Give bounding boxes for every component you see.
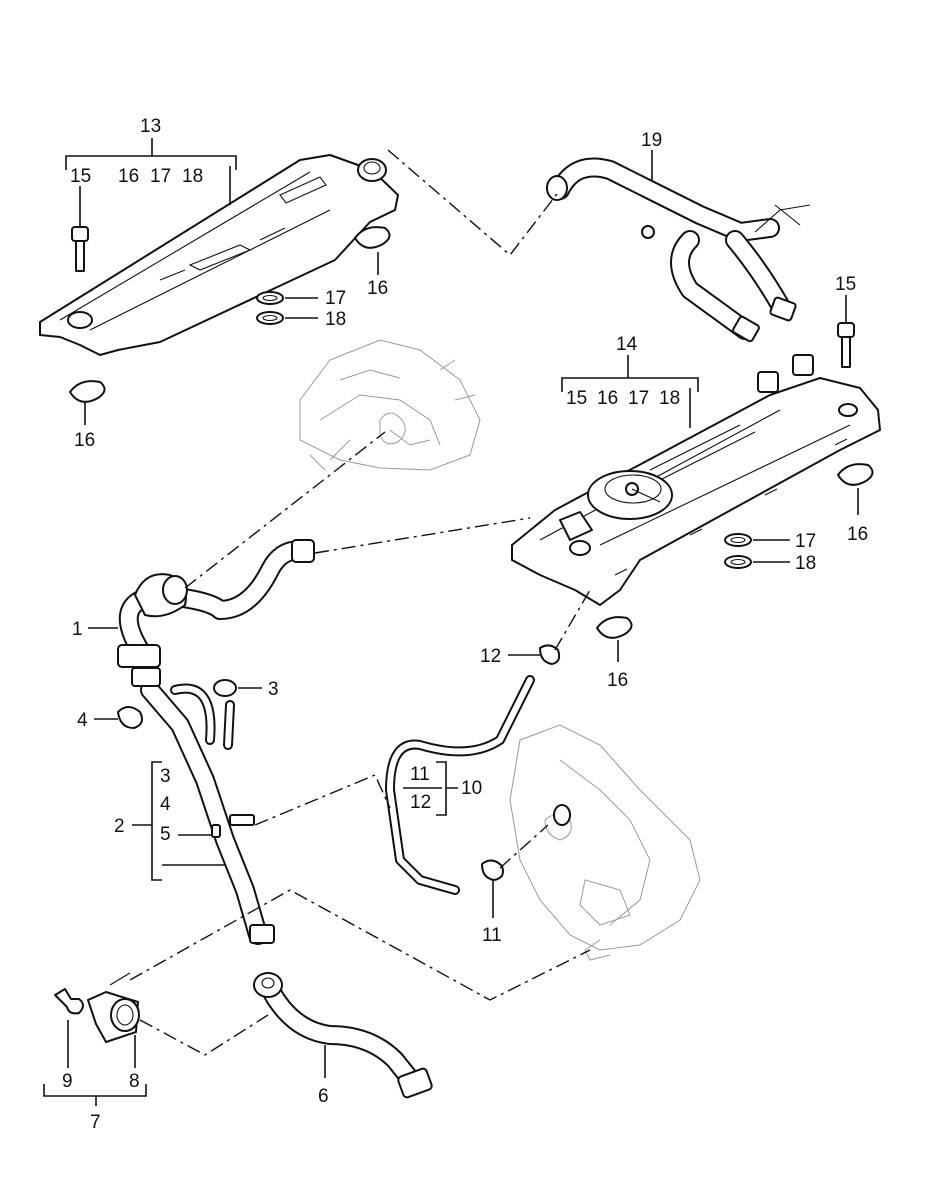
mounting-bracket-7[interactable] xyxy=(87,972,140,1043)
callout-5-in-2: 5 xyxy=(160,824,171,845)
callout-8: 8 xyxy=(129,1071,140,1092)
clamp-12[interactable] xyxy=(539,644,561,665)
clip-9[interactable] xyxy=(54,988,84,1015)
callout-12-in-10: 12 xyxy=(410,792,431,813)
o-ring-18-right[interactable] xyxy=(724,555,752,569)
callout-12: 12 xyxy=(480,646,501,667)
callout-15-in-14: 15 xyxy=(566,388,587,409)
callout-18-in-14: 18 xyxy=(659,388,680,409)
callout-9: 9 xyxy=(62,1071,73,1092)
breather-tube-10[interactable] xyxy=(385,675,535,895)
hose-clamp-4[interactable] xyxy=(117,706,143,729)
vent-hose-2[interactable] xyxy=(131,667,275,945)
callout-18-in-13: 18 xyxy=(182,166,203,187)
grommet-16-left[interactable] xyxy=(69,380,106,403)
bolt-15-right[interactable] xyxy=(837,322,855,368)
callout-6: 6 xyxy=(318,1086,329,1107)
breather-hose-19[interactable] xyxy=(546,157,811,343)
vent-hose-6[interactable] xyxy=(253,972,433,1099)
callout-14: 14 xyxy=(616,334,638,355)
grommet-16-right[interactable] xyxy=(837,463,874,486)
callout-16-right: 16 xyxy=(847,524,868,545)
vent-hose-1[interactable] xyxy=(117,539,315,668)
callout-13: 13 xyxy=(140,116,161,137)
callout-15-right: 15 xyxy=(835,274,856,295)
callout-4: 4 xyxy=(77,710,88,731)
bolt-15-left[interactable] xyxy=(71,226,89,272)
callout-17-in-14: 17 xyxy=(628,388,649,409)
connection-lines xyxy=(129,149,591,1056)
callout-2: 2 xyxy=(114,816,125,837)
callout-16-top: 16 xyxy=(367,278,388,299)
callout-11-in-10: 11 xyxy=(410,764,430,785)
callout-17-top: 17 xyxy=(325,288,346,309)
callout-3: 3 xyxy=(268,679,279,700)
engine-block-sketch-upper xyxy=(299,339,481,471)
fitting-stub xyxy=(553,804,571,826)
callout-16-in-14: 16 xyxy=(597,388,618,409)
callout-11: 11 xyxy=(482,925,502,946)
callout-10: 10 xyxy=(461,778,482,799)
hose-clamp-3[interactable] xyxy=(213,679,237,697)
callout-7: 7 xyxy=(90,1112,101,1133)
o-ring-18-top[interactable] xyxy=(256,311,284,325)
o-ring-17-right[interactable] xyxy=(724,533,752,547)
callout-17-right: 17 xyxy=(795,531,816,552)
callout-16-left: 16 xyxy=(74,430,95,451)
callout-17-in-13: 17 xyxy=(150,166,171,187)
callout-3-in-2: 3 xyxy=(160,766,171,787)
valve-cover-left[interactable] xyxy=(39,154,399,356)
valve-cover-right[interactable] xyxy=(511,354,881,606)
callout-labels: 13 15 16 17 18 19 15 16 17 18 16 14 15 1… xyxy=(62,116,868,1133)
callout-18-top: 18 xyxy=(325,309,346,330)
callout-1: 1 xyxy=(72,619,83,640)
callout-18-right: 18 xyxy=(795,553,816,574)
grommet-16-mid[interactable] xyxy=(596,616,633,639)
callout-15-in-13: 15 xyxy=(70,166,91,187)
callout-16-in-13: 16 xyxy=(118,166,139,187)
leader-lines xyxy=(43,138,859,1106)
callout-4-in-2: 4 xyxy=(160,794,171,815)
o-ring-17-top[interactable] xyxy=(256,291,284,305)
grommet-16-top[interactable] xyxy=(354,226,391,249)
callout-19: 19 xyxy=(641,130,662,151)
clamp-11[interactable] xyxy=(481,859,504,881)
engine-block-sketch-lower xyxy=(509,724,701,961)
callout-16-mid: 16 xyxy=(607,670,628,691)
